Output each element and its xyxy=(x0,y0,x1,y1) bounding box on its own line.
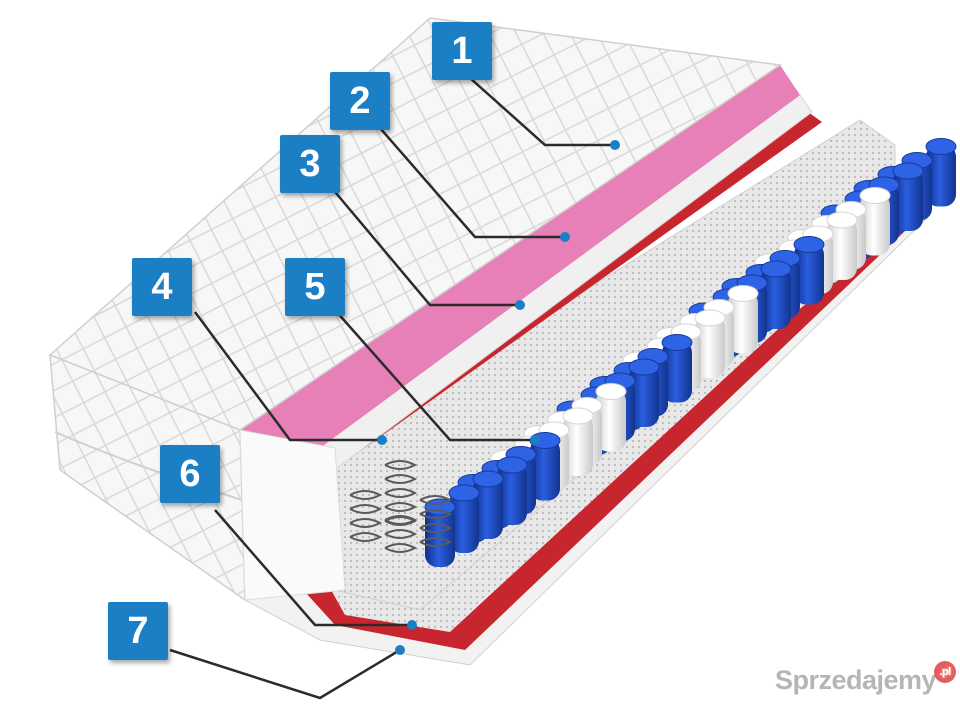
leader-line-5 xyxy=(334,309,535,442)
pocket-spring xyxy=(694,309,726,378)
leader-line-3 xyxy=(324,179,520,307)
pocket-spring xyxy=(448,484,480,553)
coil-springs xyxy=(349,460,453,553)
pocket-spring xyxy=(628,358,660,427)
pocket-spring xyxy=(562,407,594,476)
label-badge-7: 7 xyxy=(108,602,168,660)
leader-line-2 xyxy=(379,127,565,239)
pocket-spring xyxy=(661,334,693,403)
pocket-spring xyxy=(793,236,825,305)
pocket-spring xyxy=(472,470,504,539)
label-badge-4: 4 xyxy=(132,258,192,316)
pocket-spring xyxy=(727,285,759,354)
watermark-name: Sprzedajemy xyxy=(775,665,937,695)
label-badge-2: 2 xyxy=(330,72,390,130)
watermark-tld: .pl xyxy=(934,661,957,683)
white-foam-side xyxy=(239,429,346,601)
pocket-spring xyxy=(892,162,924,231)
leader-line-4 xyxy=(193,311,382,442)
leader-line-6 xyxy=(214,509,412,627)
pocket-spring xyxy=(496,456,528,525)
leader-line-7 xyxy=(169,648,401,700)
pocket-springs xyxy=(424,138,957,567)
pocket-spring xyxy=(826,211,858,280)
pocket-spring xyxy=(595,383,627,452)
pocket-spring xyxy=(760,260,792,329)
pocket-spring xyxy=(529,432,561,501)
pink-foam xyxy=(240,65,800,470)
label-badge-3: 3 xyxy=(280,135,340,193)
label-badge-5: 5 xyxy=(285,258,345,316)
watermark: Sprzedajemy.pl xyxy=(775,661,957,696)
leader-dots xyxy=(377,140,620,655)
pocket-spring xyxy=(859,187,891,256)
pocket-spring xyxy=(925,138,957,207)
pocket-spring xyxy=(424,498,456,567)
label-badge-6: 6 xyxy=(160,445,220,503)
leader-lines xyxy=(169,77,615,700)
leader-line-1 xyxy=(469,77,615,147)
label-badge-1: 1 xyxy=(432,22,492,80)
